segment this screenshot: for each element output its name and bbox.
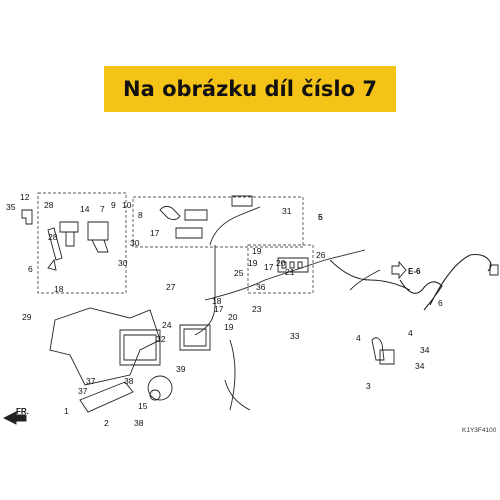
part-label: 8 [138, 210, 143, 220]
part-label: 15 [138, 401, 148, 411]
clip-part-10 [159, 205, 181, 221]
part-label: 32 [156, 334, 166, 344]
tray-part-23 [119, 329, 161, 366]
cover-part-10b [184, 209, 208, 221]
part-label: 12 [20, 192, 30, 202]
part-label: 38 [124, 376, 134, 386]
part-label: 29 [22, 312, 32, 322]
part-label: 27 [166, 282, 176, 292]
ref-marker: E-6 [408, 267, 421, 276]
front-marker: FR. [16, 407, 29, 416]
part-label: 6 [28, 264, 33, 274]
diagram-code: K1Y3F4100 [462, 427, 497, 434]
part-label: 28 [48, 232, 58, 242]
part-label: 19 [252, 246, 262, 256]
part-label: 31 [282, 206, 292, 216]
part-label: 30 [130, 238, 140, 248]
part-label: 4 [356, 333, 361, 343]
title-banner: Na obrázku díl číslo 7 [104, 66, 396, 112]
part-label: 30 [118, 258, 128, 268]
part-label: 24 [162, 320, 172, 330]
part-label: 20 [276, 258, 286, 268]
part-label: 35 [6, 202, 16, 212]
part-label: 28 [44, 200, 54, 210]
part-label: 37 [78, 386, 88, 396]
title-text: Na obrázku díl číslo 7 [123, 77, 377, 101]
part-label: 17 [264, 262, 274, 272]
group-boxes [37, 192, 314, 294]
front-arrow-icon [2, 411, 27, 425]
connector-part-7 [489, 264, 499, 276]
switch-part-14 [59, 221, 79, 247]
sensor-part-5 [371, 337, 385, 361]
part-label: 19 [224, 322, 234, 332]
switch-part-8 [47, 227, 63, 271]
part-label: 2 [104, 418, 109, 428]
part-label: 7 [100, 204, 105, 214]
part-label: 10 [122, 200, 132, 210]
part-label: 6 [318, 212, 323, 222]
part-label: 17 [214, 304, 224, 314]
part-label: 3 [366, 381, 371, 391]
part-label: 37 [86, 376, 96, 386]
part-label: 39 [176, 364, 186, 374]
part-label: 33 [290, 331, 300, 341]
part-label: 9 [111, 200, 116, 210]
part-label: 36 [256, 282, 266, 292]
harness-main [194, 206, 366, 336]
switch-part-9 [87, 221, 109, 253]
part-label: 34 [415, 361, 425, 371]
part-label: 34 [420, 345, 430, 355]
part-label: 23 [252, 304, 262, 314]
part-label: 18 [54, 284, 64, 294]
part-label: 18 [212, 296, 222, 306]
ecu-block [179, 324, 211, 351]
part-label: 26 [316, 250, 326, 260]
group-box-switches [37, 192, 127, 294]
part-label: 38 [134, 418, 144, 428]
part-labels: 12 35 28 28 14 7 9 30 30 6 18 10 8 17 31… [6, 192, 443, 428]
pad-part-12 [175, 227, 203, 239]
harness-branch-b [329, 259, 411, 291]
part-label: 4 [408, 328, 413, 338]
bracket-part-13 [21, 209, 33, 225]
connector-part-11 [231, 195, 253, 207]
part-label: 20 [228, 312, 238, 322]
cover-part-2 [79, 381, 134, 413]
part-label: 21 [285, 267, 295, 277]
part-label: 25 [234, 268, 244, 278]
horn-part-16 [147, 375, 173, 401]
group-box-relays [247, 244, 314, 294]
parts-drawing [2, 195, 499, 425]
part-label: 17 [150, 228, 160, 238]
bracket-part-3 [379, 349, 395, 365]
ref-arrow-icon [391, 260, 407, 280]
part-label: 5 [318, 212, 323, 222]
harness-branch-a [224, 339, 251, 411]
part-label: 1 [64, 406, 69, 416]
frame-bracket-part-26 [49, 307, 161, 386]
part-label: 19 [248, 258, 258, 268]
relay-box-part-22 [277, 257, 309, 273]
harness-part-7 [399, 253, 492, 311]
group-box-ecu [132, 196, 304, 248]
part-label: 14 [80, 204, 90, 214]
part-label: 6 [438, 298, 443, 308]
